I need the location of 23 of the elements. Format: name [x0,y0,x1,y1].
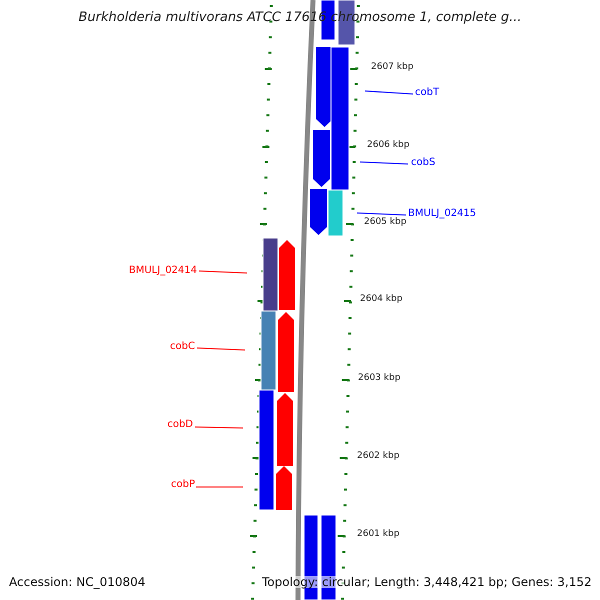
leader-line [196,486,244,488]
tick-label: 2604 kbp [360,295,402,304]
tick-label: 2607 kbp [371,63,414,72]
gene-label: BMULJ_02414 [128,266,197,276]
gene-label: cobP [171,480,195,490]
gene-label: BMULJ_02415 [408,209,476,219]
gene-label: cobC [170,342,195,352]
tick-label: 2603 kbp [358,374,400,383]
leader-line [356,212,406,216]
gene-label: cobS [411,158,436,168]
tick-label: 2605 kbp [364,218,406,227]
leader-line [198,270,248,274]
genome-stats-text: Topology: circular; Length: 3,448,421 bp; Genes: 3,152 [262,576,592,588]
accession-text: Accession: NC_010804 [9,576,146,588]
tick-label: 2601 kbp [357,530,400,539]
tick-label: 2602 kbp [357,452,400,461]
tick-label: 2606 kbp [367,141,410,150]
gene-label: cobT [415,88,440,98]
gene-label: cobD [167,420,193,430]
leader-line [194,426,244,428]
leader-line [364,90,414,94]
leader-line [196,348,246,350]
leader-line [360,162,408,164]
